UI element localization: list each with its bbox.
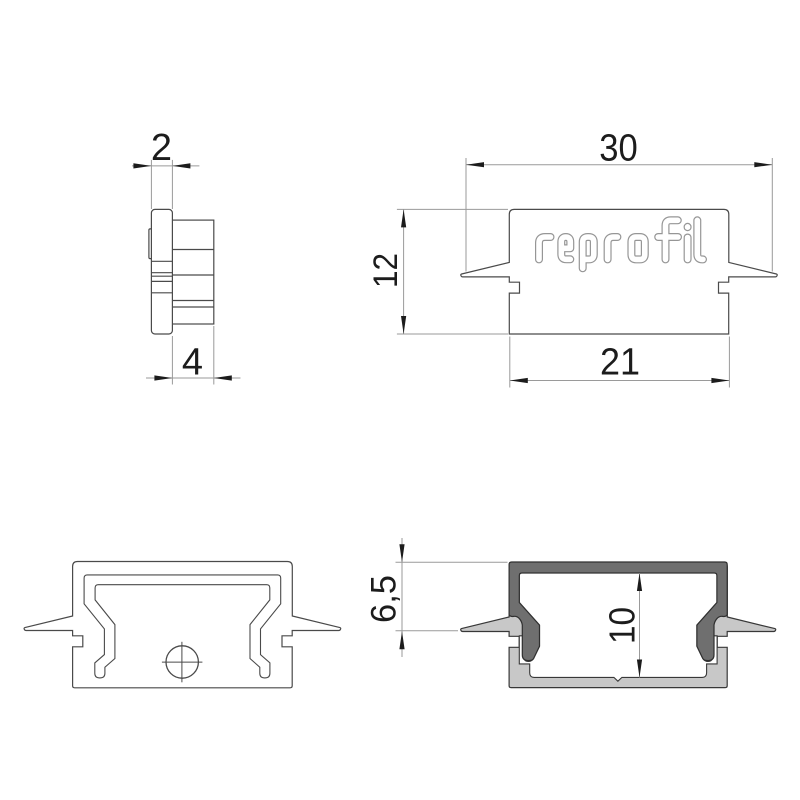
svg-text:30: 30 <box>599 128 638 170</box>
svg-text:21: 21 <box>600 342 640 384</box>
svg-text:2: 2 <box>151 127 172 169</box>
svg-text:6,5: 6,5 <box>365 575 404 623</box>
svg-text:4: 4 <box>182 342 203 384</box>
svg-text:12: 12 <box>367 253 405 288</box>
svg-text:10: 10 <box>602 607 643 644</box>
